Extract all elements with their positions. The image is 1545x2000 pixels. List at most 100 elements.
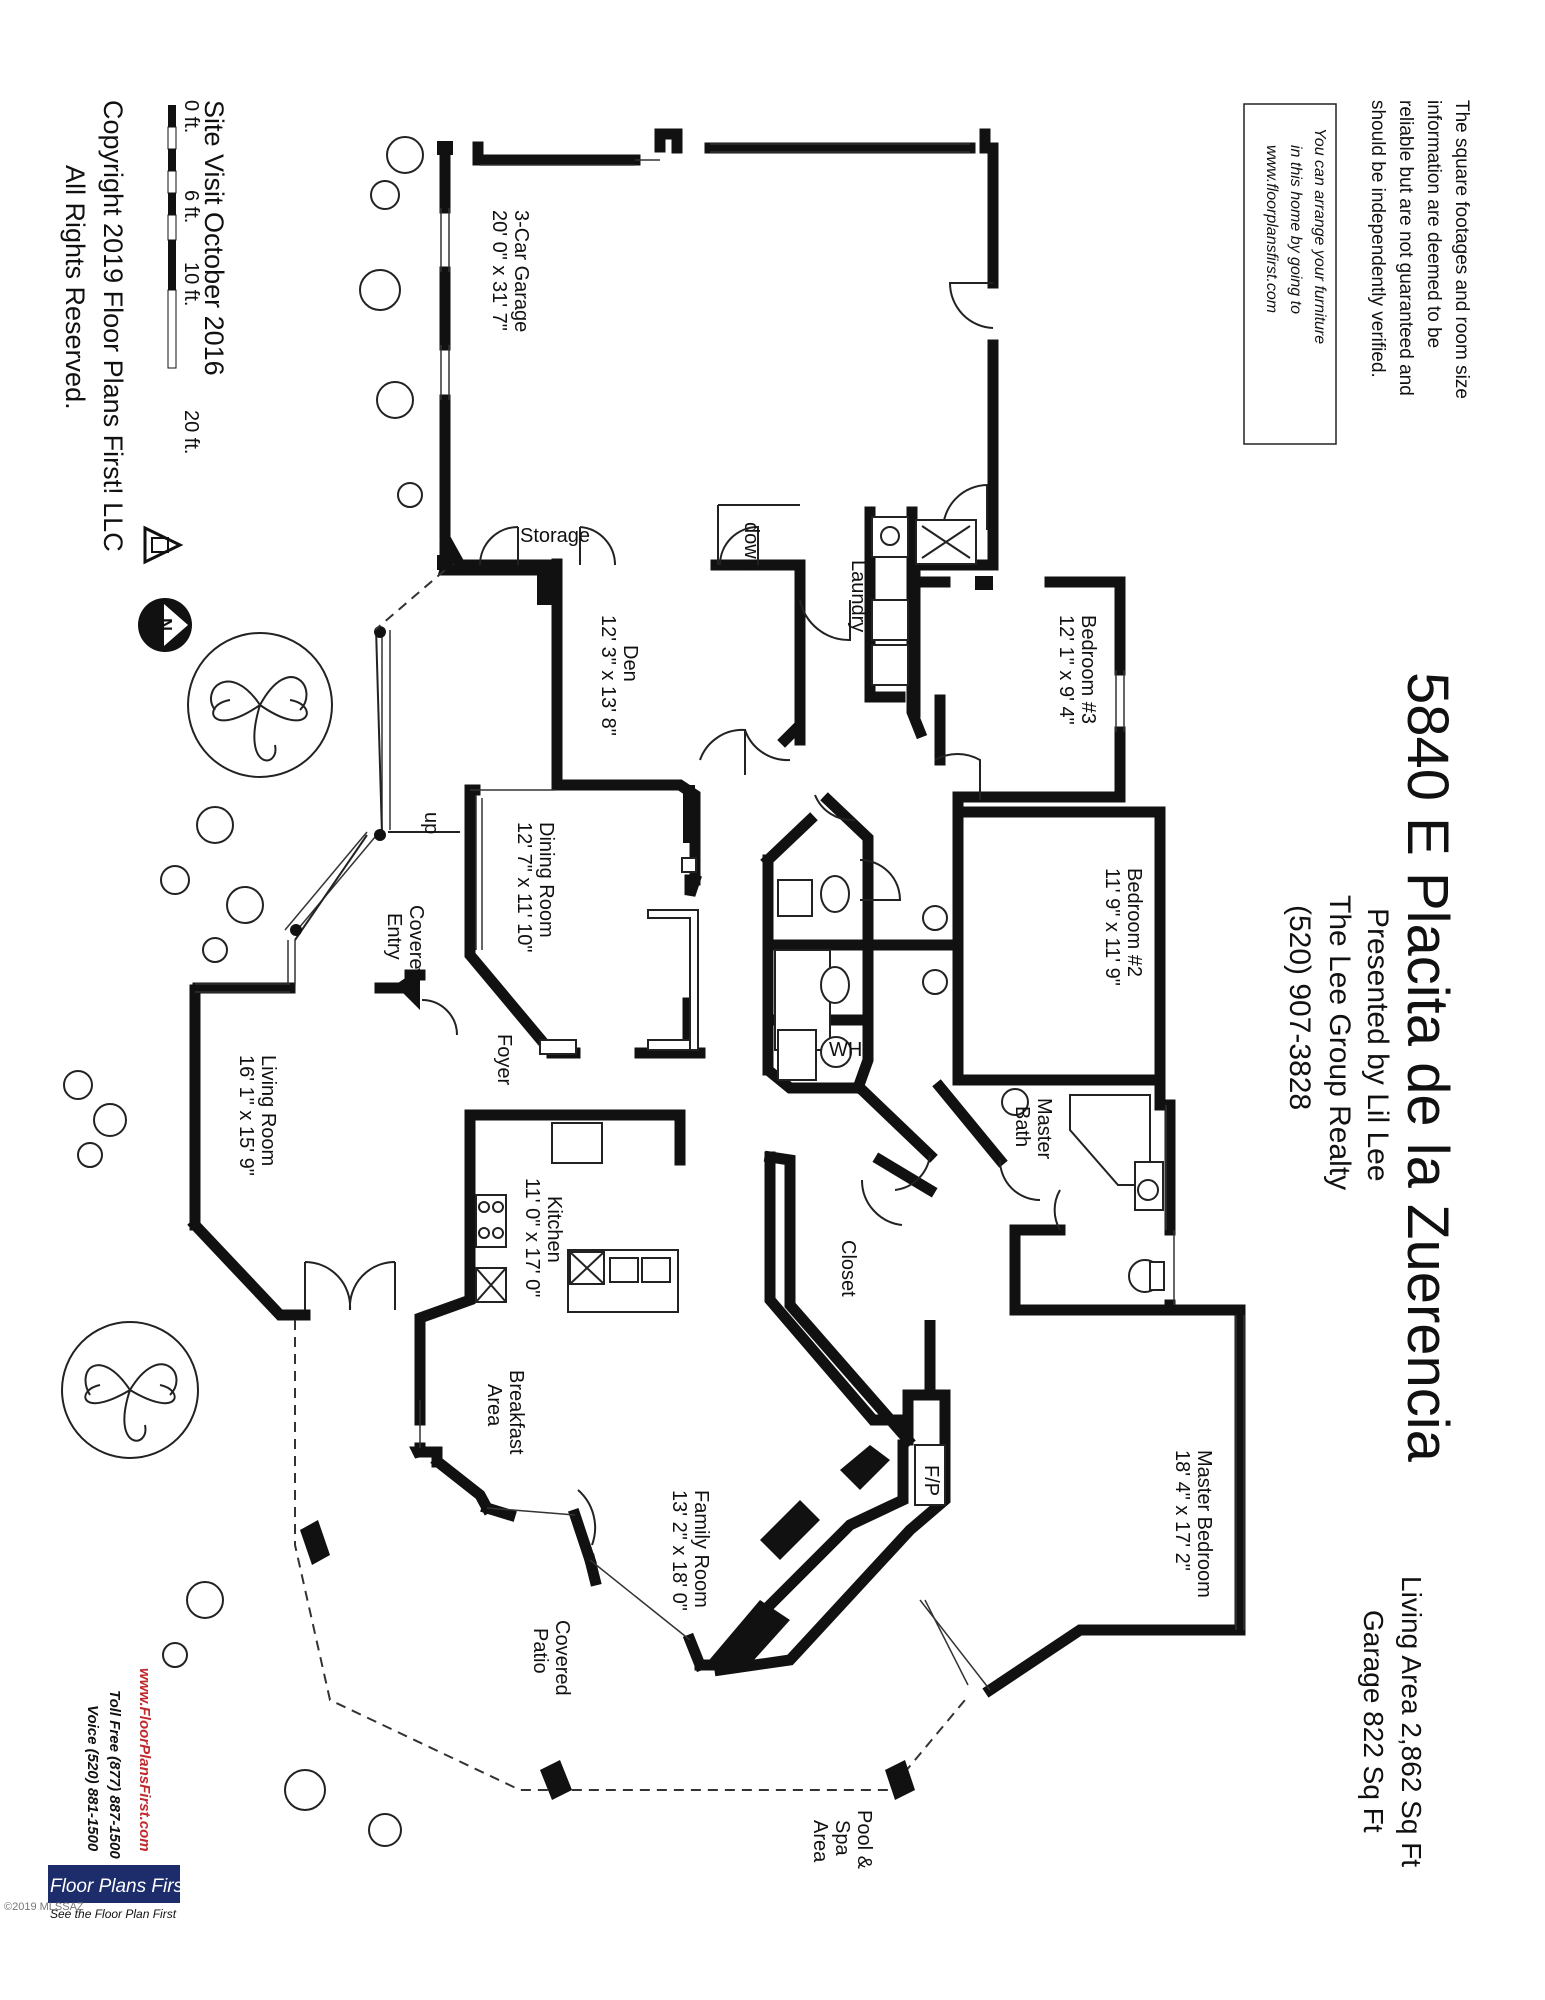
room-dining: Dining Room 12' 7" x 11' 10" bbox=[513, 822, 557, 952]
scale-bar: 0 ft. 6 ft. 10 ft. 20 ft. bbox=[167, 100, 202, 454]
company-info: www.FloorPlansFirst.com Toll Free (877) … bbox=[4, 1668, 194, 1921]
room-name: Closet bbox=[837, 1240, 859, 1297]
company-logo: Floor Plans First! See the Floor Plan Fi… bbox=[48, 1865, 194, 1921]
room-kitchen: Kitchen 11' 0" x 17' 0" bbox=[521, 1178, 565, 1297]
scale-label: 6 ft. bbox=[180, 190, 202, 223]
room-name: Dining Room bbox=[535, 822, 557, 938]
furniture-note-line: in this home by going to bbox=[1287, 145, 1304, 314]
room-covered-entry: Covered Entry bbox=[383, 905, 427, 981]
room-name: Master bbox=[1033, 1098, 1055, 1159]
room-name: Family Room bbox=[690, 1490, 712, 1608]
room-labels: 3-Car Garage 20' 0" x 31' 7" Storage Lau… bbox=[235, 210, 1215, 1870]
room-breakfast: Breakfast Area bbox=[483, 1370, 527, 1455]
room-name: Living Room bbox=[257, 1055, 279, 1166]
company-voice: Voice (520) 881-1500 bbox=[84, 1705, 101, 1852]
room-fp: F/P bbox=[920, 1465, 942, 1496]
room-size: 20' 0" x 31' 7" bbox=[488, 210, 510, 331]
room-name: Covered bbox=[551, 1620, 573, 1696]
company-url: www.FloorPlansFirst.com bbox=[136, 1668, 153, 1852]
room-storage: Storage bbox=[520, 525, 590, 547]
room-name: Bath bbox=[1011, 1106, 1033, 1147]
tree-icon bbox=[61, 1321, 199, 1459]
room-laundry: Laundry bbox=[847, 560, 869, 632]
furniture-note-line: www.floorplansfirst.com bbox=[1263, 145, 1280, 313]
fixtures bbox=[300, 141, 1165, 1800]
copyright: Copyright 2019 Floor Plans First! LLC Al… bbox=[60, 100, 128, 552]
room-den: Den 12' 3" x 13' 8" bbox=[597, 615, 641, 736]
shrub-icon bbox=[63, 136, 424, 1847]
room-down: down bbox=[740, 522, 762, 570]
room-name: Kitchen bbox=[543, 1196, 565, 1263]
header-title: 5840 E Placita de la Zuerencia Presented… bbox=[1283, 672, 1460, 1463]
garage-area: Garage 822 Sq Ft bbox=[1358, 1610, 1389, 1833]
north-arrow-icon: N bbox=[138, 598, 192, 652]
presenter-company: The Lee Group Realty bbox=[1323, 895, 1356, 1190]
disclaimer-line: The square footages and room size bbox=[1451, 100, 1472, 399]
company-tagline: See the Floor Plan First bbox=[50, 1907, 177, 1921]
windows bbox=[195, 143, 1245, 1691]
scale-label: 20 ft. bbox=[180, 410, 202, 454]
room-name: 3-Car Garage bbox=[510, 210, 532, 332]
room-size: 12' 7" x 11' 10" bbox=[513, 822, 535, 952]
room-size: 12' 1" x 9' 4" bbox=[1055, 615, 1077, 725]
room-size: 18' 4" x 17' 2" bbox=[1171, 1450, 1193, 1571]
doors bbox=[304, 282, 1061, 1546]
room-up: up bbox=[420, 812, 442, 834]
copyright-line: All Rights Reserved. bbox=[60, 165, 90, 410]
room-name: Laundry bbox=[847, 560, 869, 632]
room-closet: Closet bbox=[837, 1240, 859, 1297]
furniture-note-line: You can arrange your furniture bbox=[1311, 128, 1328, 344]
room-name: Spa bbox=[831, 1820, 853, 1856]
landscaping bbox=[61, 136, 424, 1847]
compass-letter: N bbox=[155, 618, 175, 631]
room-size: 11' 9" x 11' 9" bbox=[1101, 868, 1123, 986]
presenter-phone: (520) 907-3828 bbox=[1283, 905, 1316, 1110]
room-name: Area bbox=[483, 1384, 505, 1427]
room-name: Bedroom #3 bbox=[1077, 615, 1099, 724]
dashed-boundaries bbox=[294, 569, 966, 1791]
room-master-bath: Master Bath bbox=[1011, 1098, 1055, 1159]
company-toll-free: Toll Free (877) 887-1500 bbox=[106, 1690, 123, 1859]
room-size: 16' 1" x 15' 9" bbox=[235, 1055, 257, 1176]
room-master-bedroom: Master Bedroom 18' 4" x 17' 2" bbox=[1171, 1450, 1215, 1598]
room-size: 12' 3" x 13' 8" bbox=[597, 615, 619, 736]
room-name: Covered bbox=[405, 905, 427, 981]
furniture-note-box: You can arrange your furniture in this h… bbox=[1243, 103, 1337, 445]
room-living: Living Room 16' 1" x 15' 9" bbox=[235, 1055, 279, 1176]
living-area: Living Area 2,862 Sq Ft bbox=[1396, 1576, 1427, 1867]
disclaimer-line: information are deemed to be bbox=[1423, 100, 1444, 348]
disclaimer-line: should be independently verified. bbox=[1367, 100, 1388, 378]
disclaimer-line: reliable but are not guaranteed and bbox=[1395, 100, 1416, 396]
room-foyer: Foyer bbox=[493, 1034, 515, 1085]
room-name: down bbox=[740, 522, 762, 570]
scale-label: 0 ft. bbox=[180, 100, 202, 133]
disclaimer: The square footages and room size inform… bbox=[1367, 100, 1472, 399]
room-name: Den bbox=[619, 645, 641, 682]
room-name: Bedroom #2 bbox=[1123, 868, 1145, 977]
tree-icon bbox=[187, 632, 333, 778]
room-name: Entry bbox=[383, 913, 405, 960]
property-title: 5840 E Placita de la Zuerencia bbox=[1395, 672, 1460, 1463]
presenter-name: Presented by Lil Lee bbox=[1361, 908, 1394, 1182]
site-visit: Site Visit October 2016 bbox=[199, 100, 229, 376]
room-pool: Pool & Spa Area bbox=[809, 1810, 875, 1870]
watermark: ©2019 MLSSAZ bbox=[4, 1901, 84, 1913]
room-name: Breakfast bbox=[505, 1370, 527, 1455]
room-name: Master Bedroom bbox=[1193, 1450, 1215, 1598]
copyright-line: Copyright 2019 Floor Plans First! LLC bbox=[98, 100, 128, 552]
company-logo-text: Floor Plans First! bbox=[50, 1876, 194, 1897]
room-name: Pool & bbox=[853, 1810, 875, 1870]
scale-label: 10 ft. bbox=[180, 262, 202, 306]
room-bedroom3: Bedroom #3 12' 1" x 9' 4" bbox=[1055, 615, 1099, 725]
room-wh: WH bbox=[829, 1039, 862, 1061]
room-size: 11' 0" x 17' 0" bbox=[521, 1178, 543, 1297]
room-bedroom2: Bedroom #2 11' 9" x 11' 9" bbox=[1101, 868, 1145, 986]
room-name: Area bbox=[809, 1820, 831, 1863]
equal-housing-icon bbox=[143, 525, 184, 565]
room-garage: 3-Car Garage 20' 0" x 31' 7" bbox=[488, 210, 532, 332]
walls bbox=[187, 128, 1246, 1698]
room-covered-patio: Covered Patio bbox=[529, 1620, 573, 1696]
room-family: Family Room 13' 2" x 18' 0" bbox=[668, 1490, 712, 1611]
room-size: 13' 2" x 18' 0" bbox=[668, 1490, 690, 1611]
